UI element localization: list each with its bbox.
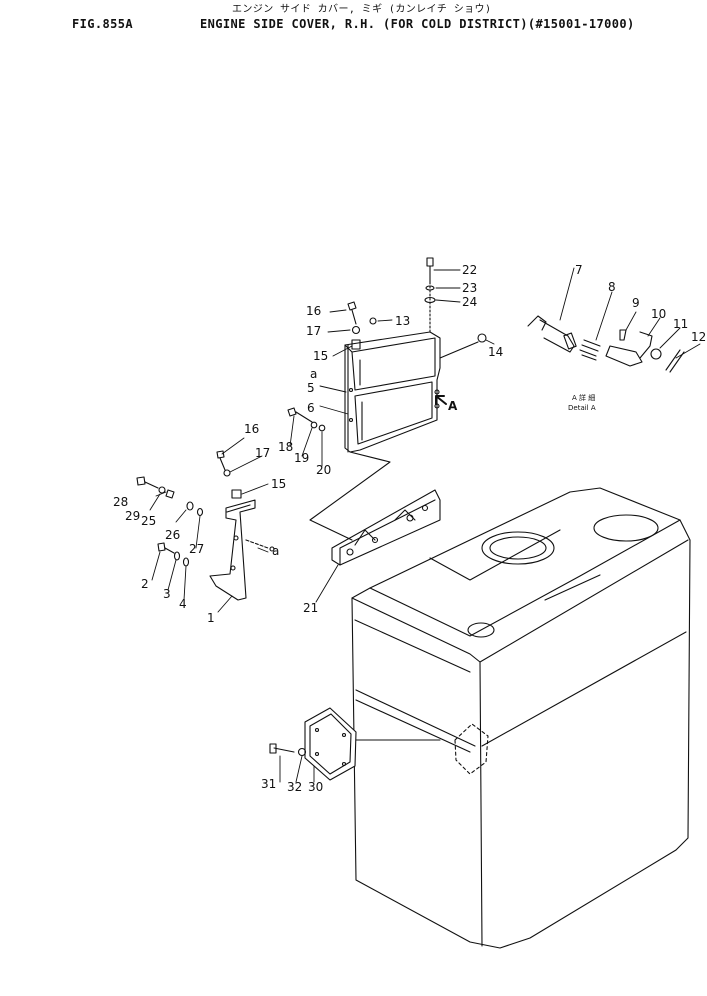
side-cover-panel xyxy=(344,331,479,453)
part-label-15a: 15 xyxy=(313,349,328,363)
part-label-32: 32 xyxy=(287,780,302,794)
cover-hardware xyxy=(287,257,487,432)
part-label-23: 23 xyxy=(462,281,477,295)
part-label-29: 29 xyxy=(125,509,140,523)
leader-lines xyxy=(149,267,701,783)
figure-number: FIG.855A xyxy=(72,17,133,31)
part-label-7: 7 xyxy=(575,263,583,277)
part-label-13: 13 xyxy=(395,314,410,328)
part-label-3: 3 xyxy=(163,587,171,601)
bracket-21 xyxy=(331,489,441,566)
part-label-22: 22 xyxy=(462,263,477,277)
part-label-20: 20 xyxy=(316,463,331,477)
part-label-5: 5 xyxy=(307,381,315,395)
part-label-8: 8 xyxy=(608,280,616,294)
part-label-11: 11 xyxy=(673,317,688,331)
part-label-4: 4 xyxy=(179,597,187,611)
part-label-14: 14 xyxy=(488,345,503,359)
figure-title: ENGINE SIDE COVER, R.H. (FOR COLD DISTRI… xyxy=(200,17,635,31)
part-label-21: 21 xyxy=(303,601,318,615)
part-label-28: 28 xyxy=(113,495,128,509)
part-label-1: 1 xyxy=(207,611,215,625)
part-label-15b: 15 xyxy=(271,477,286,491)
part-label-16b: 16 xyxy=(244,422,259,436)
part-label-26: 26 xyxy=(165,528,180,542)
view-arrow-a xyxy=(435,395,447,405)
part-label-19: 19 xyxy=(294,451,309,465)
part-label-10: 10 xyxy=(651,307,666,321)
bracket-1 xyxy=(136,450,275,601)
part-label-31: 31 xyxy=(261,777,276,791)
detail-label-en: Detail A xyxy=(568,404,596,412)
part-label-18: 18 xyxy=(278,440,293,454)
japanese-title: エンジン サイド カバー, ミギ (カンレイチ ショウ) xyxy=(232,4,492,15)
part-label-16a: 16 xyxy=(306,304,321,318)
part-label-24: 24 xyxy=(462,295,477,309)
part-label-2: 2 xyxy=(141,577,149,591)
view-mark-a: A xyxy=(448,399,458,413)
part-label-a-upper: a xyxy=(310,367,317,381)
part-labels: 1 2 3 4 5 6 7 8 9 10 11 12 13 14 15 15 1… xyxy=(113,263,706,794)
detail-a xyxy=(527,315,685,373)
part-label-17b: 17 xyxy=(255,446,270,460)
inspection-cover xyxy=(269,707,441,781)
assembly-leader xyxy=(309,451,391,541)
part-label-17a: 17 xyxy=(306,324,321,338)
part-label-25: 25 xyxy=(141,514,156,528)
part-label-12: 12 xyxy=(691,330,706,344)
part-label-9: 9 xyxy=(632,296,640,310)
part-label-6: 6 xyxy=(307,401,315,415)
part-label-30: 30 xyxy=(308,780,323,794)
tank-housing xyxy=(351,487,691,949)
detail-label-jp: A 詳 細 xyxy=(572,393,595,402)
part-label-27: 27 xyxy=(189,542,204,556)
part-label-a-lower: a xyxy=(272,544,279,558)
